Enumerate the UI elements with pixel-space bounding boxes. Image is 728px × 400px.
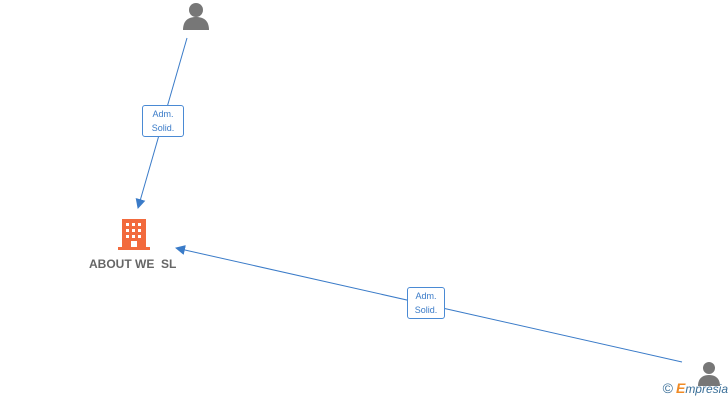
edge-label-line1: Adm.	[415, 291, 437, 301]
brand-name: mpresia	[685, 382, 728, 396]
copyright-symbol: ©	[662, 380, 673, 396]
edge-label-line2: Solid.	[414, 305, 438, 315]
edge-label-line2: Solid.	[151, 123, 175, 133]
watermark: ©Empresia	[663, 380, 728, 396]
edge-label-top-person: Adm. Solid.	[142, 105, 184, 137]
person-icon[interactable]	[183, 3, 209, 30]
edge-label-line1: Adm.	[152, 109, 174, 119]
company-name[interactable]: ABOUT WE SL	[89, 257, 177, 271]
brand-initial: E	[675, 380, 686, 396]
building-icon[interactable]	[118, 219, 150, 250]
edge-label-bottom-person: Adm. Solid.	[407, 287, 445, 319]
person-icon[interactable]	[698, 362, 720, 386]
